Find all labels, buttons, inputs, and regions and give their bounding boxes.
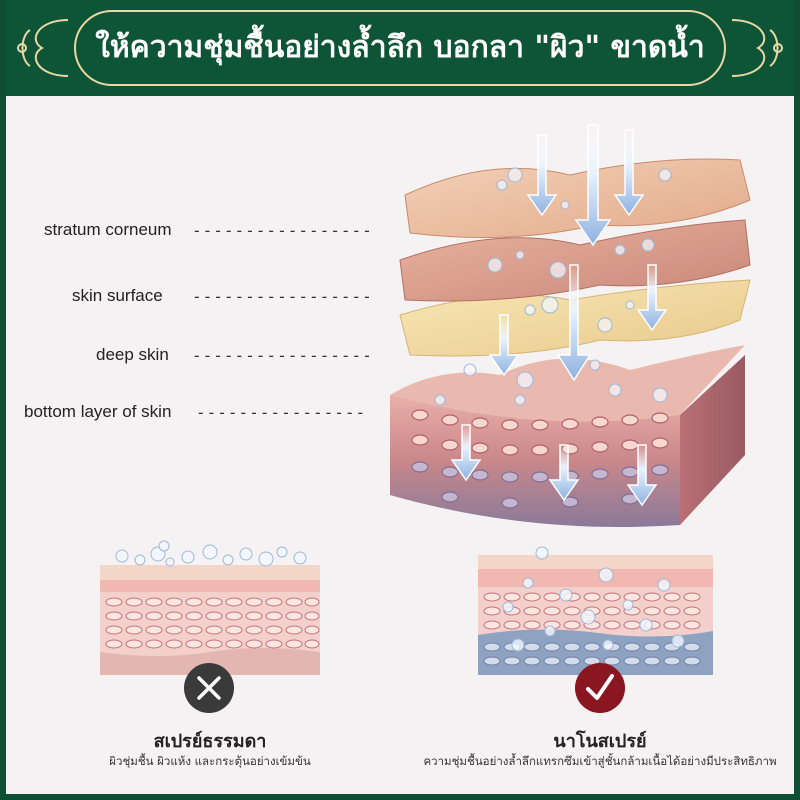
ordinary-spray-illustration <box>100 540 320 675</box>
label-skin-surface: skin surface <box>72 286 163 305</box>
nano-spray-illustration <box>478 546 713 675</box>
check-icon <box>575 663 625 713</box>
leader-line: ----------------- <box>192 287 373 306</box>
header-banner: ให้ความชุ่มชื้นอย่างล้ำลึก บอกลา "ผิว" ข… <box>0 0 800 96</box>
nano-spray-description: ความชุ่มชื้นอย่างล้ำลึกแทรกซึมเข้าสู่ชั้… <box>423 754 777 768</box>
label-deep-skin: deep skin <box>96 345 169 364</box>
banner-frame <box>74 10 726 86</box>
banner-title: ให้ความชุ่มชื้นอย่างล้ำลึก บอกลา "ผิว" ข… <box>95 30 705 65</box>
ordinary-spray-description: ผิวชุ่มชื้น ผิวแห้ง และกระตุ้นอย่างเข้มข… <box>109 754 311 768</box>
ornament-left-icon <box>17 19 69 77</box>
leader-line: ---------------- <box>196 403 367 422</box>
label-bottom-layer: bottom layer of skin <box>24 402 172 421</box>
ornament-right-icon <box>731 19 783 77</box>
label-stratum-corneum: stratum corneum <box>44 220 172 239</box>
leader-line: ----------------- <box>192 221 373 240</box>
cross-icon <box>184 663 234 713</box>
leader-line: ----------------- <box>192 346 373 365</box>
skin-layers-illustration <box>390 124 751 527</box>
ordinary-spray-title: สเปรย์ธรรมดา <box>153 731 267 752</box>
nano-spray-title: นาโนสเปรย์ <box>553 731 647 752</box>
